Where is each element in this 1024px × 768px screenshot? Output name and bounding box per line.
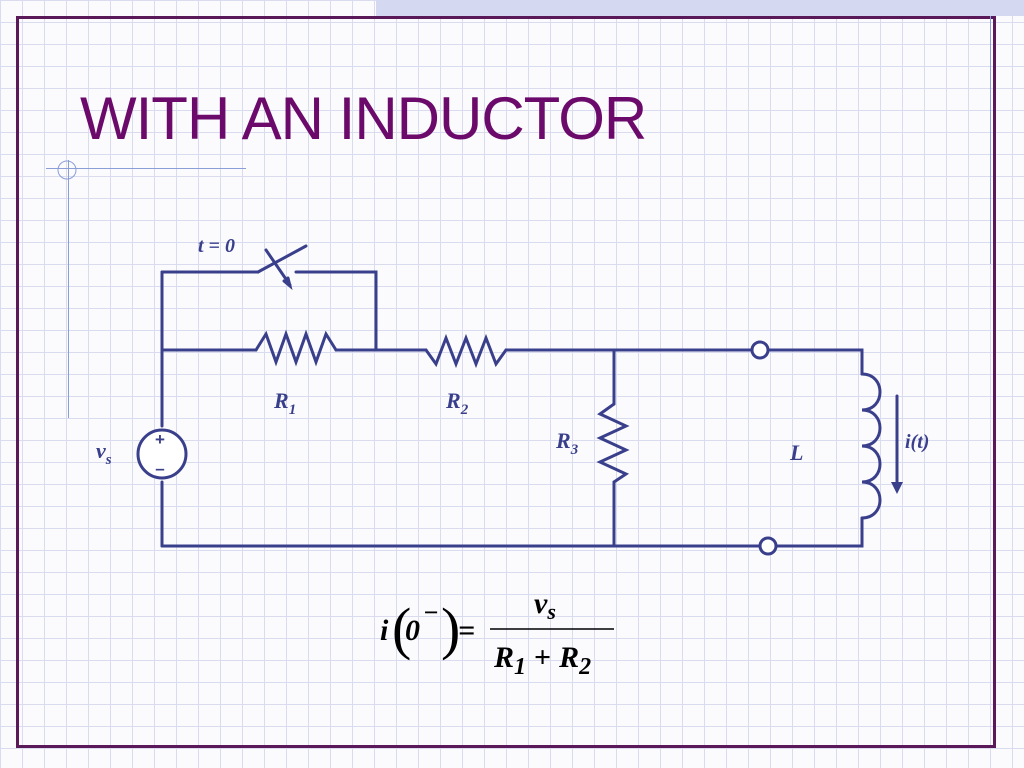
eq-den-r2: R	[558, 641, 579, 674]
inductor-label: L	[789, 440, 803, 465]
r3-subscript: 3	[570, 442, 579, 458]
switch-arc-arrow	[264, 248, 292, 287]
right-deco-line	[990, 16, 991, 264]
eq-numerator-sub: s	[546, 599, 556, 624]
source-label: v	[96, 438, 106, 463]
left-deco-line	[68, 160, 69, 418]
svg-text:R2: R2	[445, 388, 469, 418]
r1-subscript: 1	[289, 402, 297, 418]
inductor-bottom-wire	[774, 516, 864, 548]
slide-title: WITH AN INDUCTOR	[80, 85, 647, 152]
source-minus-sign: –	[155, 459, 164, 478]
svg-text:vs: vs	[96, 438, 112, 468]
terminal-bottom	[758, 536, 778, 556]
current-label: i(t)	[905, 431, 929, 453]
eq-right-paren: )	[441, 596, 460, 661]
r3-label: R	[555, 428, 571, 453]
inductor-coil	[860, 372, 882, 520]
switch-arrow-head	[282, 276, 293, 291]
source-subscript: s	[105, 452, 112, 468]
r1-label: R	[273, 388, 289, 413]
svg-text:R1+R2: R1+R2	[493, 641, 591, 680]
svg-text:R1: R1	[273, 388, 296, 418]
eq-lhs-superscript: −	[423, 598, 439, 627]
eq-lhs-arg: 0	[405, 614, 420, 647]
corner-circle-ornament	[57, 160, 77, 180]
r2-subscript: 2	[460, 402, 469, 418]
resistor-r2	[424, 333, 508, 369]
r2-label: R	[445, 388, 461, 413]
voltage-source	[136, 428, 188, 480]
eq-den-r2-sub: 2	[578, 654, 591, 680]
slide-frame	[16, 16, 996, 748]
eq-den-plus: +	[534, 641, 551, 674]
svg-text:vs: vs	[534, 587, 556, 624]
top-left-deco-line	[46, 168, 246, 169]
eq-lhs-var: i	[380, 614, 389, 647]
switch-label: t = 0	[198, 235, 235, 257]
svg-text:R3: R3	[555, 428, 579, 458]
switch-bypass-wire	[160, 270, 378, 352]
source-plus-sign: +	[155, 430, 165, 449]
resistor-r1	[254, 329, 338, 367]
eq-left-paren: (	[392, 596, 411, 661]
terminal-top	[750, 340, 770, 360]
resistor-r3	[596, 402, 630, 484]
initial-current-equation: i ( 0 − ) = vs R1+R2	[380, 587, 614, 680]
current-arrow-head	[891, 482, 903, 494]
switch-blade	[256, 244, 308, 274]
eq-equals: =	[458, 614, 475, 647]
eq-numerator-var: v	[534, 587, 548, 620]
eq-den-r1: R	[493, 641, 514, 674]
eq-den-r1-sub: 1	[514, 654, 526, 680]
inductor-top-wire	[766, 348, 864, 376]
top-decorative-band	[376, 0, 1024, 16]
